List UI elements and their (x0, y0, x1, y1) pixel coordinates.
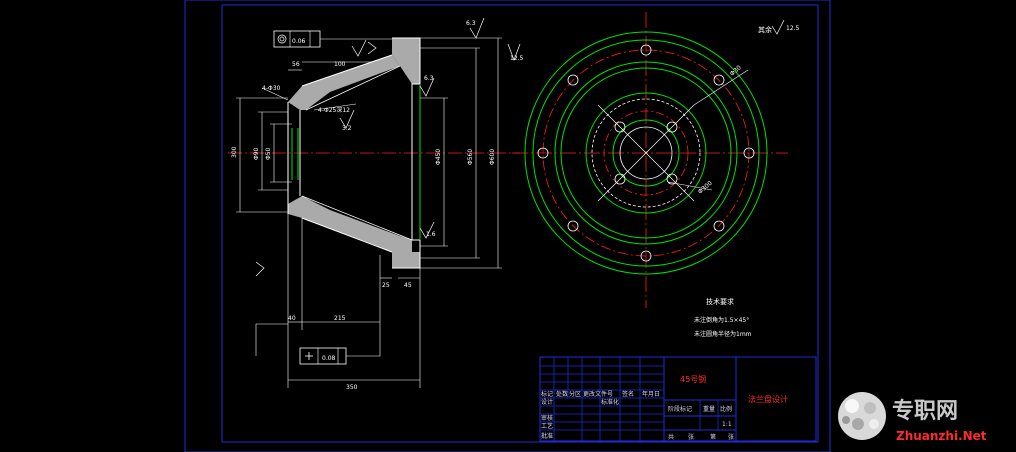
dim-40: 40 (288, 315, 296, 322)
watermark-cn: 专职网 (892, 398, 958, 424)
title-row-count: 处数 (556, 390, 568, 398)
title-row-zone: 分区 (569, 390, 581, 398)
inner-bolt-holes (614, 121, 678, 185)
title-weight-label: 重量 (703, 405, 715, 413)
title-scale-value: 1:1 (722, 421, 732, 428)
dim-dia90: Φ90 (253, 147, 260, 160)
title-scale-label: 比例 (720, 405, 732, 413)
chamfer-note-2: 4-Φ25深12 (318, 106, 350, 114)
title-sheet-total: 共 (668, 433, 674, 441)
side-section-view[interactable]: 56 100 40 215 350 25 45 300 Φ90 Φ50 Φ450… (228, 17, 524, 391)
dim-350: 350 (346, 384, 358, 391)
dim-100: 100 (334, 61, 346, 68)
title-sheet-unit-2: 张 (728, 433, 734, 441)
tolerance-value-top: 0.06 (292, 38, 306, 45)
outer-bolt-holes (537, 44, 755, 262)
rest-roughness-label: 其余 (758, 25, 772, 34)
dim-dia450: Φ450 (435, 149, 442, 165)
watermark-en: Zhuanzhi.Net (896, 429, 987, 443)
outer-sheet-frame (184, 0, 831, 452)
title-stage-label: 阶段标记 (668, 405, 692, 413)
title-cell-standard: 标准化 (601, 398, 619, 406)
title-block[interactable]: 标记 处数 分区 更改文件号 签名 年月日 设计 标准化 审核 工艺 批准 阶段… (539, 356, 817, 442)
dim-dia50: Φ50 (265, 147, 272, 160)
roughness-1-6: 1.6 (426, 231, 436, 238)
title-cell-review: 审核 (541, 414, 553, 422)
tech-req-line-2: 未注圆角半径为1mm (694, 330, 752, 338)
title-cell-process: 工艺 (541, 422, 553, 430)
roughness-6-3-mid: 6.3 (424, 75, 434, 82)
inner-drawing-border (221, 4, 819, 443)
watermark-logo-icon (838, 392, 886, 440)
title-row-change: 更改文件号 (583, 390, 613, 398)
material-label: 45号钢 (680, 374, 706, 384)
dim-300: 300 (231, 146, 238, 158)
tech-req-title: 技术要求 (706, 297, 734, 306)
title-sheet-no: 第 (710, 433, 716, 441)
chamfer-note-1: 4-Φ30 (262, 85, 281, 92)
dim-56: 56 (292, 61, 300, 68)
front-circular-view[interactable]: Φ30 Φ300 其余 12.5 (512, 12, 800, 308)
title-cell-design: 设计 (541, 398, 553, 406)
title-sheet-unit-1: 张 (688, 433, 694, 441)
dim-25: 25 (382, 282, 390, 289)
tolerance-value-bottom: 0.08 (322, 355, 336, 362)
roughness-3-2: 3.2 (342, 125, 352, 132)
roughness-6-3-top: 6.3 (466, 20, 476, 27)
dim-45: 45 (404, 282, 412, 289)
technical-requirements: 技术要求 未注倒角为1.5×45° 未注圆角半径为1mm (694, 297, 752, 338)
title-row-date: 年月日 (642, 390, 660, 398)
dim-dia600: Φ600 (489, 149, 496, 165)
part-title: 法兰盘设计 (748, 394, 788, 404)
site-watermark: 专职网 Zhuanzhi.Net (838, 392, 987, 443)
title-cell-approve: 批准 (541, 432, 553, 440)
rest-roughness-value: 12.5 (786, 25, 800, 32)
title-row-mark: 标记 (541, 390, 553, 398)
geometric-tolerance-frame-bottom (299, 347, 347, 365)
title-row-sign: 签名 (622, 390, 634, 398)
roughness-12-5-right: 12.5 (510, 55, 524, 62)
tech-req-line-1: 未注倒角为1.5×45° (694, 316, 749, 324)
dim-215: 215 (334, 315, 346, 322)
dim-dia560: Φ560 (467, 149, 474, 165)
